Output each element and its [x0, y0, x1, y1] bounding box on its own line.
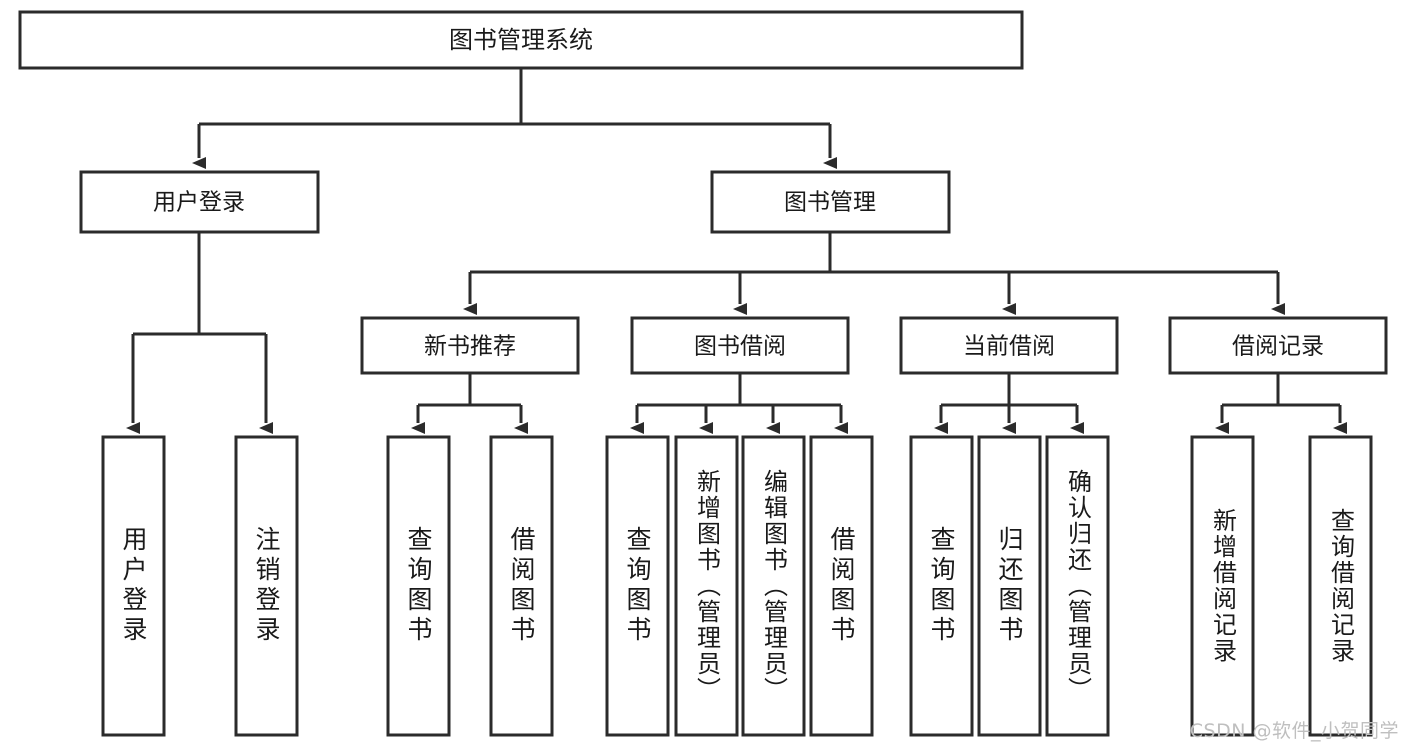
- leaf-box-borrow-record-2[interactable]: [1308, 435, 1373, 737]
- node-book-borrow-label: 图书借阅: [694, 334, 786, 360]
- leaf-box-current-borrow-1[interactable]: [909, 435, 974, 737]
- connector-group-new-book: [411, 373, 528, 434]
- connector-group-current-borrow: [934, 373, 1084, 434]
- node-borrow-record[interactable]: 借阅记录: [1168, 316, 1388, 375]
- leaf-group-current-borrow: [909, 435, 1110, 737]
- node-book-borrow-box[interactable]: [630, 316, 850, 375]
- node-user-login[interactable]: 用户登录: [79, 170, 320, 234]
- leaf-box-borrow-record-1[interactable]: [1190, 435, 1255, 737]
- leaf-group-user-login: [101, 435, 299, 737]
- node-current-borrow-box[interactable]: [899, 316, 1119, 375]
- leaf-box-book-borrow-4[interactable]: [809, 435, 874, 737]
- node-new-book-recommend-label: 新书推荐: [424, 334, 516, 360]
- leaf-box-new-book-2[interactable]: [489, 435, 554, 737]
- leaf-group-borrow-record: [1190, 435, 1373, 737]
- node-book-borrow[interactable]: 图书借阅: [630, 316, 850, 375]
- connector-group-root: [192, 68, 837, 169]
- node-root-box[interactable]: [18, 10, 1024, 70]
- node-root[interactable]: 图书管理系统: [18, 10, 1024, 70]
- leaf-box-book-borrow-1[interactable]: [605, 435, 670, 737]
- leaf-box-user-login-2[interactable]: [234, 435, 299, 737]
- connector-group-book-manage: [463, 232, 1285, 315]
- leaf-box-current-borrow-3[interactable]: [1045, 435, 1110, 737]
- connector-group-borrow-record: [1215, 373, 1347, 434]
- node-user-login-label: 用户登录: [153, 190, 245, 216]
- node-book-manage-label: 图书管理: [784, 190, 876, 216]
- node-current-borrow[interactable]: 当前借阅: [899, 316, 1119, 375]
- leaf-group-new-book: [386, 435, 554, 737]
- leaf-group-book-borrow: [605, 435, 874, 737]
- node-new-book-recommend[interactable]: 新书推荐: [360, 316, 580, 375]
- connector-group-book-borrow: [630, 373, 848, 434]
- leaf-box-user-login-1[interactable]: [101, 435, 166, 737]
- leaf-box-new-book-1[interactable]: [386, 435, 451, 737]
- connector-group-user-login: [126, 232, 273, 434]
- leaf-box-book-borrow-3[interactable]: [741, 435, 806, 737]
- node-borrow-record-label: 借阅记录: [1232, 334, 1324, 360]
- node-book-manage-box[interactable]: [710, 170, 951, 234]
- leaf-box-book-borrow-2[interactable]: [674, 435, 739, 737]
- node-book-manage[interactable]: 图书管理: [710, 170, 951, 234]
- node-new-book-recommend-box[interactable]: [360, 316, 580, 375]
- node-user-login-box[interactable]: [79, 170, 320, 234]
- node-root-label: 图书管理系统: [449, 26, 593, 54]
- node-borrow-record-box[interactable]: [1168, 316, 1388, 375]
- leaf-box-current-borrow-2[interactable]: [977, 435, 1042, 737]
- node-current-borrow-label: 当前借阅: [963, 334, 1055, 360]
